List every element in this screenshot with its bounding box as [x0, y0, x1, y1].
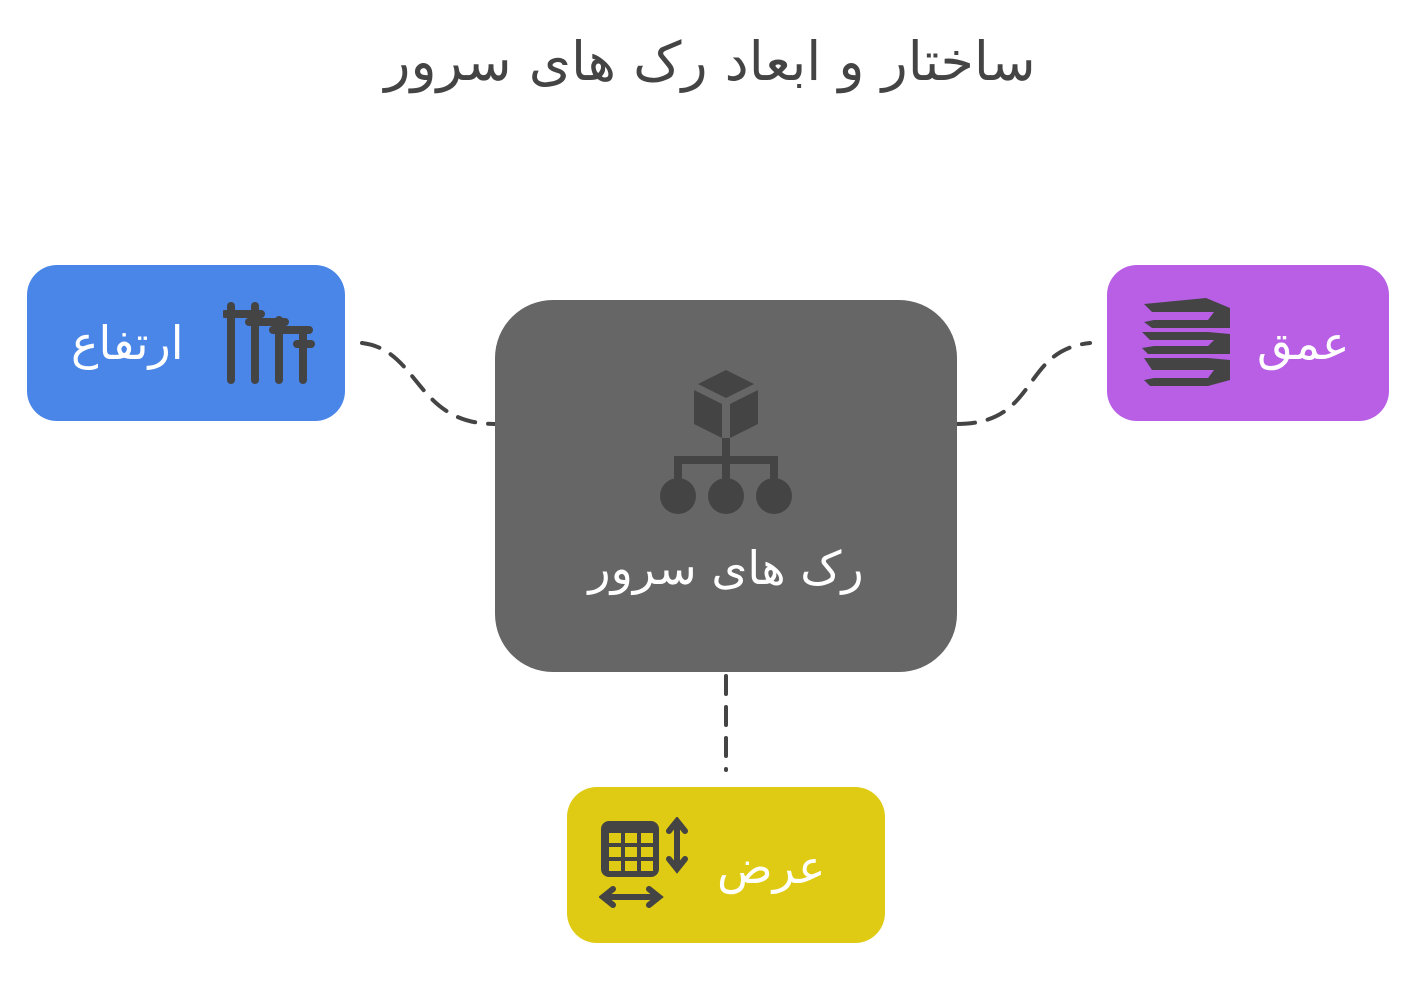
stacked-layers-icon [1142, 298, 1230, 386]
center-label: رک های سرور [588, 541, 864, 595]
branch-node-height: ارتفاع [27, 265, 345, 421]
branch-label-depth: عمق [1257, 316, 1350, 370]
branch-node-depth: عمق [1107, 265, 1389, 421]
server-hierarchy-icon [660, 370, 792, 514]
connector-depth [955, 341, 1092, 426]
diagram-title: ساختار و ابعاد رک های سرور [384, 30, 1036, 93]
center-node-server-racks: رک های سرور [495, 300, 957, 672]
branch-label-width: عرض [717, 840, 826, 894]
connector-height [360, 341, 497, 426]
table-dimensions-icon [599, 817, 688, 908]
branch-label-height: ارتفاع [71, 316, 184, 370]
branch-node-width: عرض [567, 787, 885, 943]
vertical-bars-icon [223, 302, 315, 384]
